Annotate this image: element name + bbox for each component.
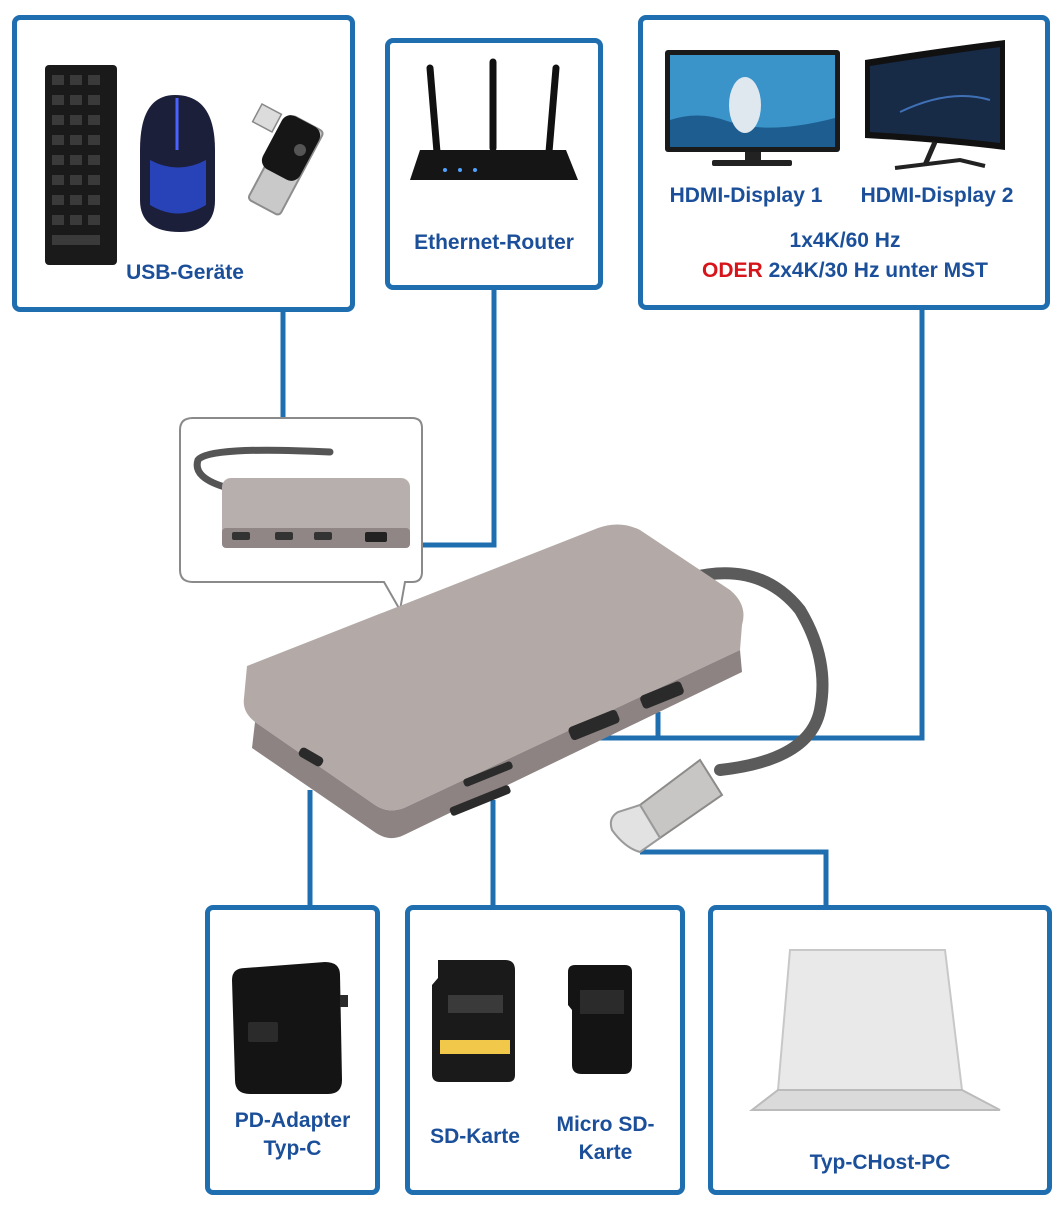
hdmi-line — [600, 310, 925, 741]
micro-sd-label-line2: Karte — [578, 1141, 633, 1164]
hdmi-display-1-label: HDMI-Display 1 — [669, 184, 823, 207]
hdmi-display-2-label: HDMI-Display 2 — [860, 184, 1014, 207]
pd-adapter-label-line2: Typ-C — [263, 1137, 322, 1160]
hdmi-mode-mst: 2x4K/30 Hz unter MST — [768, 259, 988, 282]
hub-side-callout — [179, 417, 423, 613]
hdmi-mode-mst-line: ODER 2x4K/30 Hz unter MST — [655, 258, 1035, 283]
sd-card-label: SD-Karte — [430, 1125, 520, 1148]
usb-devices-label: USB-Geräte — [126, 261, 244, 284]
hdmi-mode-single: 1x4K/60 Hz — [789, 229, 901, 252]
ethernet-router-label: Ethernet-Router — [414, 231, 574, 254]
micro-sd-label-line1: Micro SD- — [556, 1113, 655, 1136]
or-word: ODER — [702, 259, 763, 282]
host-line — [640, 849, 829, 905]
usb-c-hub-device — [243, 524, 829, 854]
host-pc-label: Typ-CHost-PC — [809, 1151, 951, 1174]
pd-adapter-label-line1: PD-Adapter — [234, 1109, 351, 1132]
